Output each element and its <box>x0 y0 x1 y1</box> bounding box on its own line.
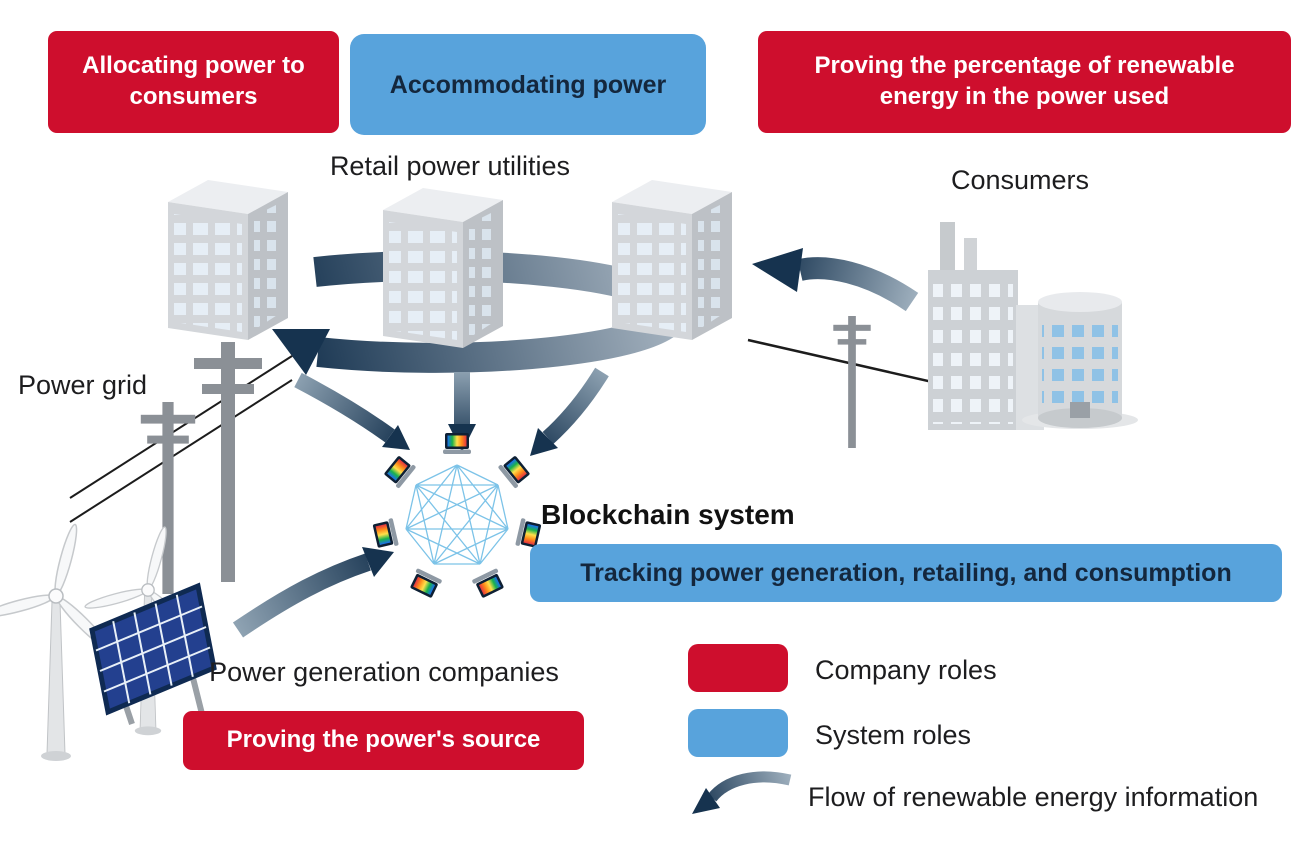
laptop-node-icon <box>372 433 542 600</box>
utility-pole-icon <box>140 402 196 594</box>
system-roles-label: System roles <box>815 720 972 750</box>
power-generation-label: Power generation companies <box>209 657 559 687</box>
utility-pole-icon <box>833 316 871 448</box>
retail-cycle-arrowhead <box>272 329 330 375</box>
generation-to-blockchain-arrow <box>232 547 394 638</box>
proving-percentage-box: Proving the percentage of renewable ener… <box>758 31 1291 133</box>
retail-to-blockchain-arrow-right <box>530 367 609 456</box>
blockchain-system-label: Blockchain system <box>541 499 795 530</box>
utility-pole-icon <box>194 342 262 582</box>
proving-source-box: Proving the power's source <box>183 711 584 770</box>
flow-arrow-icon <box>692 771 792 814</box>
power-grid-lines <box>69 355 293 523</box>
system-roles-swatch <box>688 709 788 757</box>
accommodating-power-box: Accommodating power <box>350 34 706 135</box>
power-grid-label: Power grid <box>18 370 148 400</box>
tracking-box: Tracking power generation, retailing, an… <box>530 544 1282 602</box>
consumers-to-retail-arrow <box>752 248 919 312</box>
blockchain-network-icon <box>372 433 542 600</box>
solar-panel-icon <box>89 582 217 725</box>
retail-building-icon-3 <box>612 180 732 340</box>
consumer-buildings-icon <box>928 222 1138 430</box>
company-roles-swatch <box>688 644 788 692</box>
company-roles-label: Company roles <box>815 655 997 685</box>
retail-utilities-label: Retail power utilities <box>329 151 571 181</box>
retail-to-blockchain-arrow-left <box>294 372 410 450</box>
retail-building-icon-1 <box>168 180 288 340</box>
allocating-power-box: Allocating power to consumers <box>48 31 339 133</box>
retail-building-icon-2 <box>383 188 503 348</box>
consumers-label: Consumers <box>950 165 1090 195</box>
flow-info-label: Flow of renewable energy information <box>808 782 1259 812</box>
